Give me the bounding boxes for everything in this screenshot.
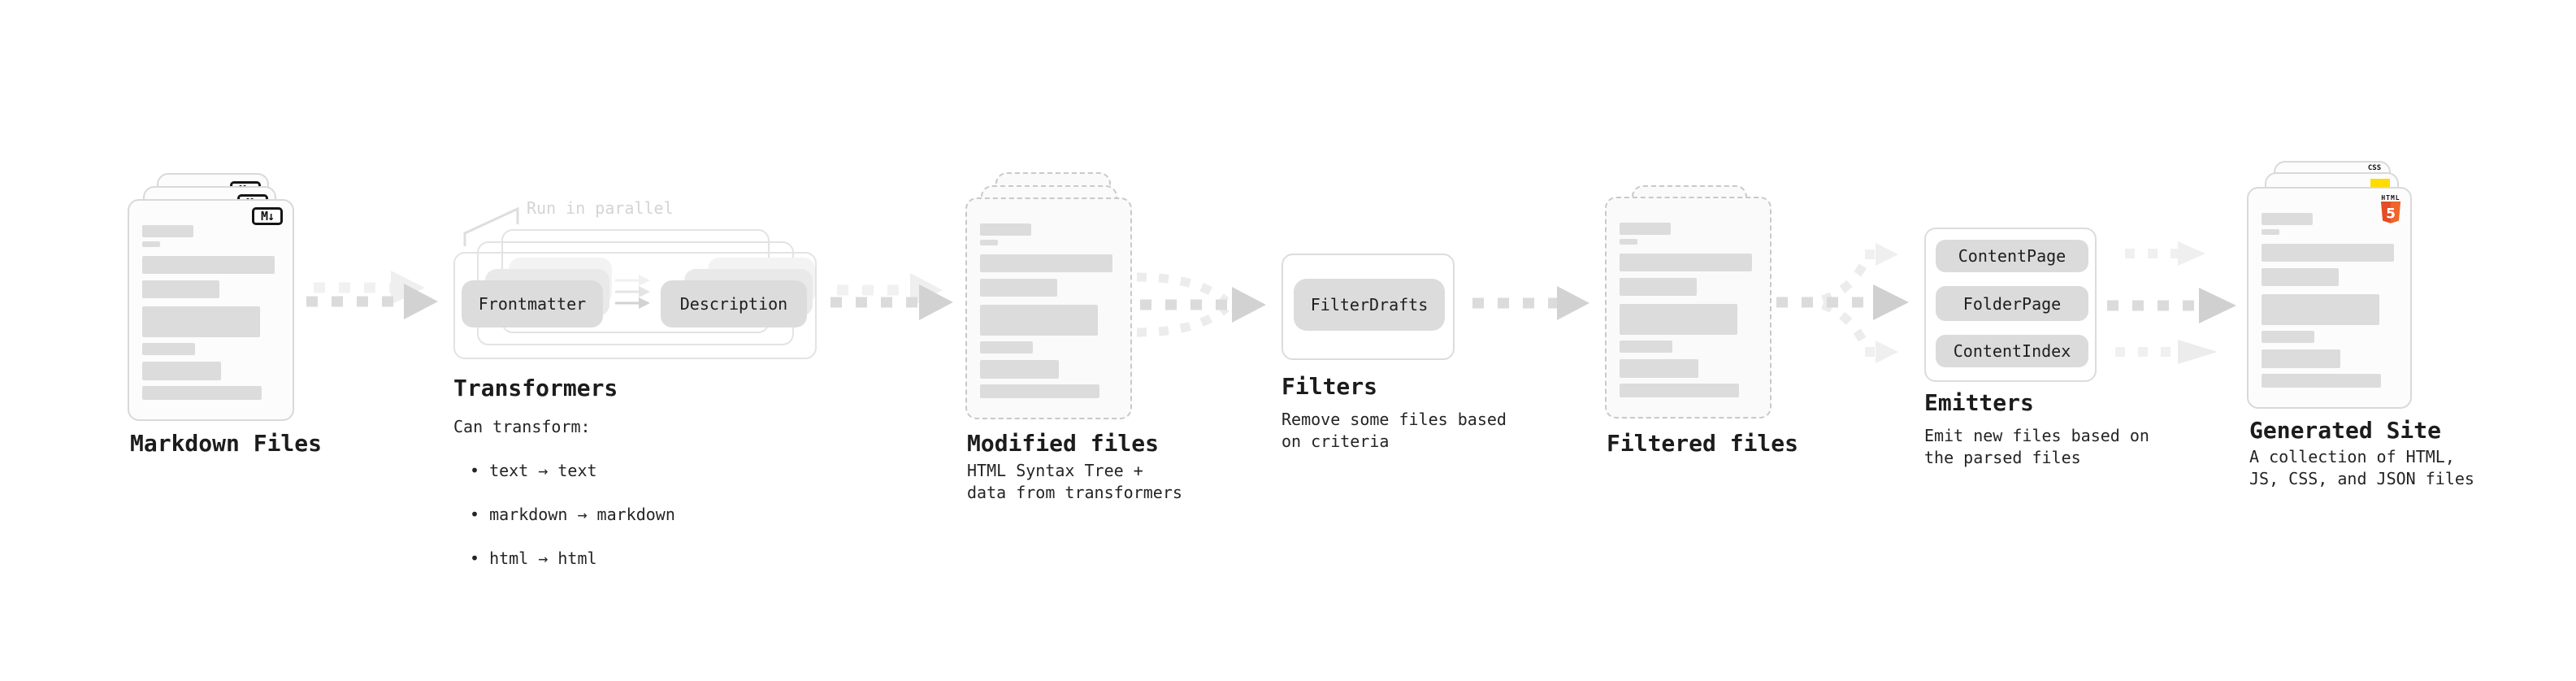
generated-file-card-front: HTML 5 <box>2247 187 2412 409</box>
transformer-layer-front <box>453 252 817 359</box>
filtered-files-label: Filtered files <box>1607 430 1799 457</box>
html5-shield: 5 <box>2380 202 2401 223</box>
arrow-emitters-to-generated <box>2107 241 2236 364</box>
markdown-icon: M↓ <box>252 207 283 225</box>
emitters-desc: Emit new files based on the parsed files <box>1924 426 2149 467</box>
frontmatter-pill: Frontmatter <box>462 280 603 327</box>
modified-files-label: Modified files <box>967 430 1160 457</box>
transformer-bullet: • text → text <box>470 461 597 480</box>
js-icon <box>2370 179 2390 189</box>
transformer-bullet: • html → html <box>470 549 597 568</box>
description-pill: Description <box>661 280 807 327</box>
html5-icon: HTML 5 <box>2379 194 2402 227</box>
emitter-pill-content-page: ContentPage <box>1936 240 2088 272</box>
html5-badge-label: HTML <box>2381 194 2400 202</box>
transformers-bullet-list: • text → text • markdown → markdown • ht… <box>470 438 675 592</box>
arrow-filters-to-filtered <box>1472 286 1589 320</box>
emitters-title: Emitters <box>1924 389 2034 416</box>
generated-site-label: Generated Site <box>2249 417 2442 444</box>
transformers-desc-heading: Can transform: <box>453 417 591 436</box>
filter-drafts-pill: FilterDrafts <box>1294 279 1445 331</box>
filters-desc: Remove some files based on criteria <box>1281 410 1507 451</box>
modified-file-card-front <box>965 197 1132 419</box>
generated-site-desc: A collection of HTML, JS, CSS, and JSON … <box>2249 447 2474 488</box>
run-in-parallel-annotation: Run in parallel <box>527 198 674 218</box>
arrow-transformers-to-modified <box>830 273 953 320</box>
filtered-file-card-front <box>1605 197 1772 419</box>
modified-files-desc: HTML Syntax Tree + data from transformer… <box>967 461 1182 502</box>
emitter-pill-content-index: ContentIndex <box>1936 335 2088 367</box>
markdown-file-card-front: M↓ <box>128 199 294 421</box>
emitters-box: ContentPage FolderPage ContentIndex <box>1924 228 2097 382</box>
svg-text:5: 5 <box>2386 206 2396 222</box>
arrow-modified-to-filters-merge <box>1136 272 1266 337</box>
transformers-title: Transformers <box>453 375 618 401</box>
filters-title: Filters <box>1281 373 1378 400</box>
arrow-markdown-to-transformers <box>306 271 438 319</box>
emitter-pill-folder-page: FolderPage <box>1936 286 2088 321</box>
css-badge-label: CSS <box>2367 164 2382 172</box>
transformer-bullet: • markdown → markdown <box>470 505 675 524</box>
markdown-files-label: Markdown Files <box>130 430 323 457</box>
arrow-filtered-to-emitters-split <box>1776 243 1909 363</box>
